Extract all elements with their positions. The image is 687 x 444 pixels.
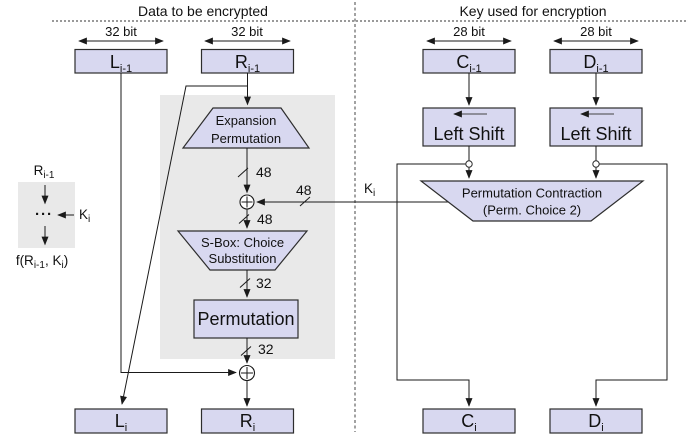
register-r-next-box — [200, 408, 295, 434]
expansion-line2: Permutation — [211, 131, 281, 146]
legend-key-label: Ki — [79, 207, 90, 225]
bus-label-sbox-out: 32 — [256, 275, 272, 291]
perm-contraction-block — [419, 180, 645, 222]
bus-slash-permutation-out — [240, 346, 252, 356]
branch-node-c — [465, 160, 473, 168]
expansion-permutation-block — [181, 107, 311, 149]
bus-label-xor1-out: 48 — [257, 211, 273, 227]
legend-dots: ··· — [35, 206, 53, 223]
left-shift-d-label: Left Shift — [560, 124, 631, 144]
perm-contraction-line1: Permutation Contraction — [462, 186, 602, 201]
wire-loop-to-dnext — [592, 163, 668, 407]
permutation-label: Permutation — [197, 309, 294, 329]
sbox-line1: S-Box: Choice — [201, 235, 284, 250]
legend-input-label: Ri-1 — [34, 163, 55, 181]
left-shift-c-label: Left Shift — [433, 124, 504, 144]
register-d-next-label: Di — [588, 411, 603, 434]
bus-width-label-c: 28 bit — [453, 24, 485, 39]
register-r-next-label: Ri — [240, 411, 255, 434]
wire-loop-to-cnext — [396, 163, 473, 407]
wire-lprev-to-xor2 — [120, 73, 237, 376]
register-d-prev-label: Di-1 — [583, 52, 608, 75]
bus-label-key-in: 48 — [296, 182, 312, 198]
register-d-next-box — [549, 408, 643, 434]
perm-contraction-line2: (Perm. Choice 2) — [483, 203, 581, 218]
register-l-next-box — [74, 408, 168, 434]
bus-width-label-r: 32 bit — [231, 24, 263, 39]
bus-slash-sbox-out — [239, 278, 251, 288]
register-l-prev-label: Li-1 — [110, 52, 132, 75]
wire-rprev-to-lnext — [120, 85, 248, 405]
register-l-next-label: Li — [115, 411, 127, 434]
register-c-next-box — [422, 408, 516, 434]
branch-node-d — [592, 160, 600, 168]
section-title-data: Data to be encrypted — [138, 3, 268, 19]
key-wire-label: Ki — [364, 181, 375, 199]
expansion-line1: Expansion — [216, 113, 277, 128]
section-title-key: Key used for encryption — [459, 3, 606, 19]
register-c-next-label: Ci — [461, 411, 476, 434]
bus-width-label-d: 28 bit — [580, 24, 612, 39]
sbox-line2: Substitution — [209, 251, 277, 266]
bus-label-expansion-out: 48 — [256, 164, 272, 180]
bus-label-permutation-out: 32 — [258, 341, 274, 357]
permutation-block — [193, 299, 299, 339]
sbox-block — [176, 230, 309, 271]
register-c-prev-label: Ci-1 — [456, 52, 481, 75]
bus-slash-expansion-out — [237, 167, 249, 178]
bus-slash-xor1-out — [238, 214, 250, 224]
legend-output-label: f(Ri-1, Ki) — [16, 253, 68, 271]
bus-slash-key-in — [299, 196, 311, 207]
bus-width-label-l: 32 bit — [105, 24, 137, 39]
register-r-prev-label: Ri-1 — [235, 52, 260, 75]
